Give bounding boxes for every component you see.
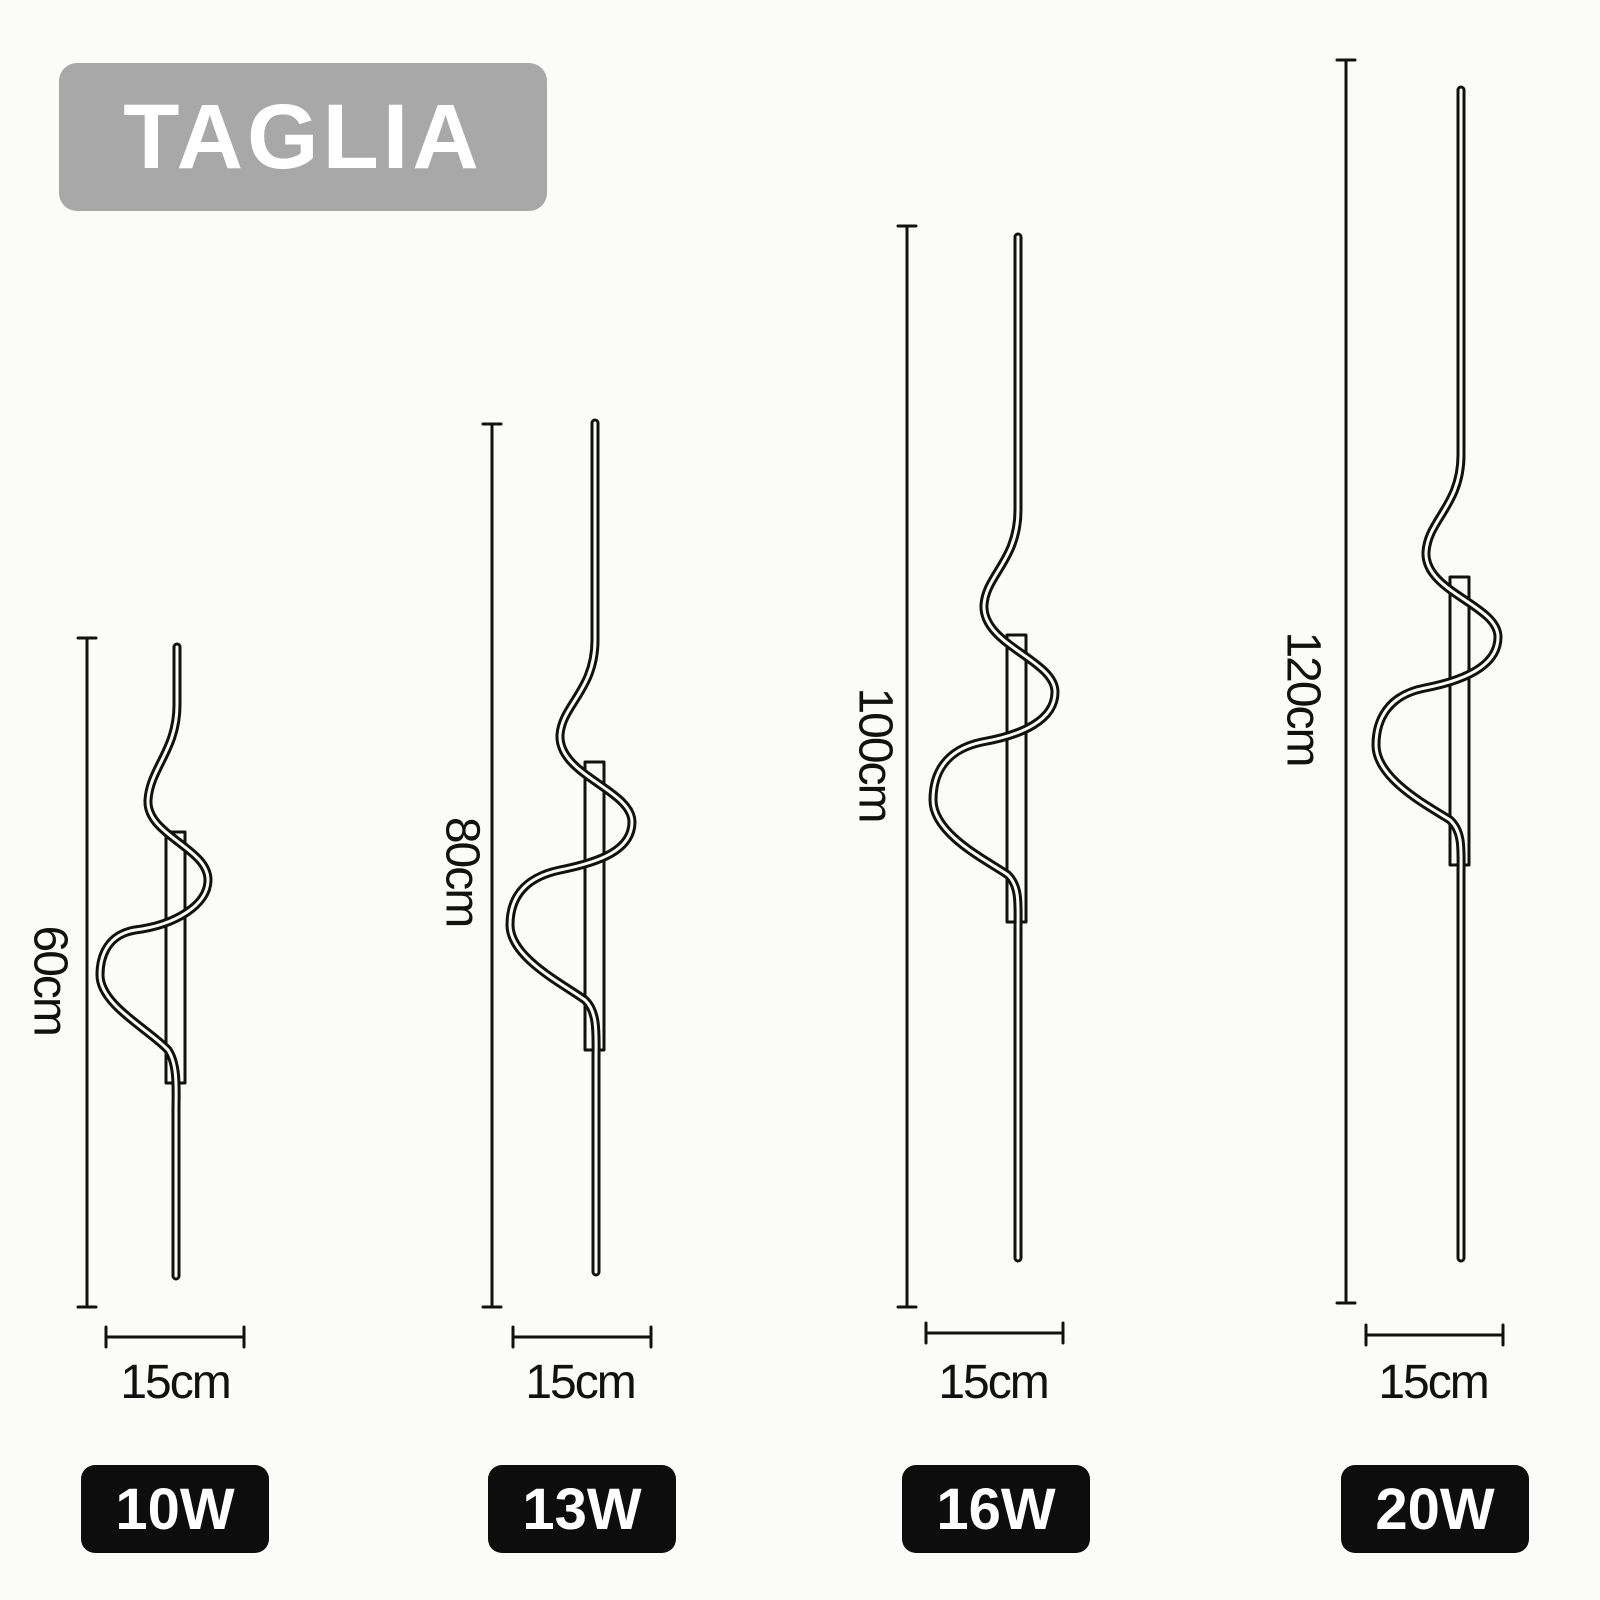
lamp-light-tube-inner xyxy=(931,235,1057,1260)
height-label-2: 80cm xyxy=(435,816,489,927)
power-text: 10W xyxy=(115,1476,235,1542)
title-text: TAGLIA xyxy=(123,85,483,188)
lamp-light-tube-inner xyxy=(98,645,210,1278)
width-label-2: 15cm xyxy=(525,1356,636,1409)
power-text: 13W xyxy=(522,1476,642,1542)
lamp-light-tube xyxy=(505,418,637,1277)
width-label-1: 15cm xyxy=(120,1356,231,1409)
height-label-4: 120cm xyxy=(1276,631,1330,766)
lamp-variant-4 xyxy=(1335,58,1505,1347)
power-badge-3: 16W xyxy=(902,1465,1090,1553)
power-badge-1: 10W xyxy=(81,1465,269,1553)
height-label-1: 60cm xyxy=(23,925,77,1035)
width-label-4: 15cm xyxy=(1378,1356,1489,1409)
lamp-light-tube-inner xyxy=(508,421,634,1274)
lamp-variant-2 xyxy=(481,418,653,1349)
power-text: 16W xyxy=(936,1476,1056,1542)
height-label-3: 100cm xyxy=(848,687,902,822)
power-text: 20W xyxy=(1375,1476,1495,1542)
power-badge-2: 13W xyxy=(488,1465,676,1553)
lamp-light-tube xyxy=(928,232,1060,1263)
lamp-light-tube-inner xyxy=(1374,88,1500,1260)
power-badge-4: 20W xyxy=(1341,1465,1529,1553)
lamp-light-tube xyxy=(95,642,213,1281)
lamp-light-tube xyxy=(1371,85,1503,1263)
lamp-variant-1 xyxy=(76,636,246,1349)
width-label-3: 15cm xyxy=(938,1356,1049,1409)
title-badge: TAGLIA xyxy=(59,63,547,211)
lamp-variant-3 xyxy=(896,224,1065,1345)
